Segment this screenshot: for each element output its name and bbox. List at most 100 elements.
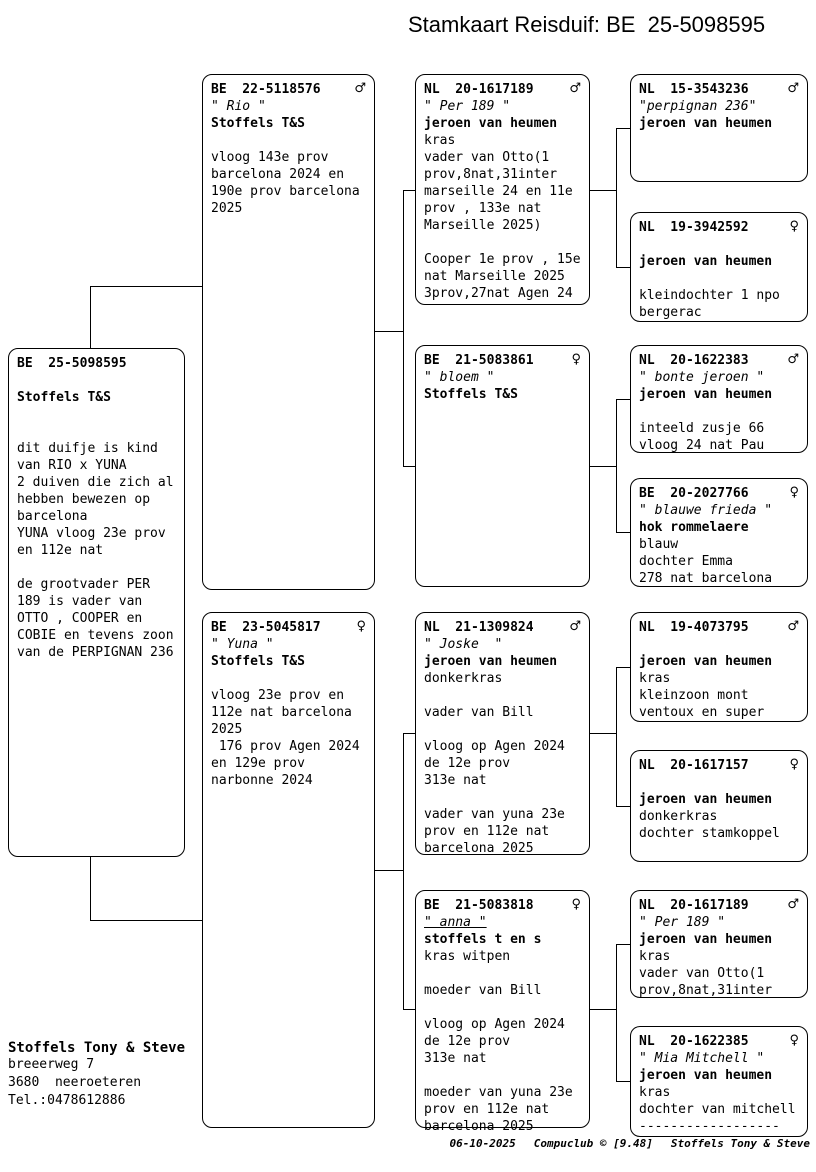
box-line: vloog op Agen 2024	[424, 739, 565, 754]
page-title: Stamkaart Reisduif: BE 25-5098595	[408, 12, 766, 37]
owner-phone: Tel.:0478612886	[8, 1093, 126, 1108]
ring-number: NL 19-4073795	[639, 620, 749, 635]
box-header: NL 15-3543236 ♂	[639, 81, 803, 98]
footer-owner: Stoffels Tony & Steve	[670, 1137, 810, 1150]
box-line: " Rio "	[211, 99, 266, 114]
box-line: jeroen van heumen	[639, 1068, 773, 1083]
box-line: dochter stamkoppel	[639, 826, 780, 841]
ring-number: BE 23-5045817	[211, 620, 321, 635]
box-line: vloog 23e prov en	[211, 688, 345, 703]
owner-name: Stoffels Tony & Steve	[8, 1040, 186, 1056]
box-line: van RIO x YUNA	[17, 458, 127, 473]
box-line	[17, 406, 180, 423]
box-line: barcelona 2024 en	[211, 167, 345, 182]
box-header: BE 21-5083861 ♀	[424, 352, 585, 369]
ring-number: NL 20-1617157	[639, 758, 749, 773]
box-line: stoffels t en s	[424, 932, 542, 947]
box-line: prov , 133e nat	[424, 201, 542, 216]
box-text: " bloem "Stoffels T&S	[424, 369, 585, 403]
box-line: vader van Otto(1	[639, 966, 765, 981]
pedigree-box-g7: NL 20-1617189 ♂ " Per 189 "jeroen van he…	[630, 890, 808, 998]
box-line: " bloem "	[424, 370, 495, 385]
box-line: jeroen van heumen	[424, 116, 558, 131]
box-line: 112e nat barcelona	[211, 705, 352, 720]
owner-street: breeerweg 7	[8, 1057, 95, 1072]
box-line: moeder van Bill	[424, 983, 542, 998]
box-line: 313e nat	[424, 773, 487, 788]
box-line: "perpignan 236"	[639, 99, 757, 114]
connector-line	[403, 733, 404, 1010]
box-line: hok rommelaere	[639, 520, 749, 535]
box-header: NL 20-1622383 ♂	[639, 352, 803, 369]
box-line: " Mia Mitchell "	[639, 1051, 765, 1066]
box-line: nat Marseille 2025	[424, 269, 565, 284]
box-line: donkerkras	[639, 809, 718, 824]
box-header: NL 20-1617157 ♀	[639, 757, 803, 774]
box-line: 3prov,27nat Agen 24	[424, 286, 573, 301]
connector-line	[375, 870, 403, 871]
connector-line	[403, 733, 415, 734]
ring-number: BE 25-5098595	[17, 356, 127, 371]
box-line: inteeld zusje 66	[639, 421, 765, 436]
box-line: prov,8nat,31inter	[424, 167, 558, 182]
box-line: ventoux en super	[639, 705, 765, 720]
box-line: vader van Otto(1	[424, 150, 550, 165]
male-icon: ♂	[787, 619, 799, 634]
connector-line	[616, 806, 630, 807]
ring-number: NL 21-1309824	[424, 620, 534, 635]
box-line: jeroen van heumen	[639, 387, 773, 402]
box-line: prov en 112e nat	[424, 824, 550, 839]
box-header: NL 19-4073795 ♂	[639, 619, 803, 636]
box-line: de 12e prov	[424, 756, 511, 771]
connector-line	[590, 1009, 616, 1010]
box-line: dochter Emma	[639, 554, 733, 569]
box-line	[424, 999, 585, 1016]
connector-line	[590, 190, 616, 191]
box-line: moeder van yuna 23e	[424, 1085, 573, 1100]
box-line: kleindochter 1 npo	[639, 288, 780, 303]
box-line: kras	[639, 1085, 671, 1100]
male-icon: ♂	[787, 352, 799, 367]
box-header: BE 23-5045817 ♀	[211, 619, 370, 636]
female-icon: ♀	[571, 352, 581, 367]
box-line: OTTO , COOPER en	[17, 611, 143, 626]
connector-line	[616, 667, 630, 668]
connector-line	[616, 944, 630, 945]
box-line: vloog 24 nat Pau	[639, 438, 765, 453]
box-line: kras witpen	[424, 949, 511, 964]
box-line: Stoffels T&S	[211, 654, 305, 669]
box-line: barcelona 2025	[424, 841, 534, 856]
box-line	[424, 234, 585, 251]
box-line: de grootvader PER	[17, 577, 151, 592]
box-line	[424, 721, 585, 738]
box-line	[17, 559, 180, 576]
box-line: YUNA vloog 23e prov	[17, 526, 166, 541]
box-line: " Per 189 "	[424, 99, 511, 114]
box-line	[639, 270, 803, 287]
box-line: vloog 143e prov	[211, 150, 329, 165]
box-header: NL 20-1617189 ♂	[424, 81, 585, 98]
pedigree-box-g4: BE 20-2027766 ♀ " blauwe frieda "hok rom…	[630, 478, 808, 587]
box-line	[211, 670, 370, 687]
male-icon: ♂	[354, 81, 366, 96]
connector-line	[616, 1081, 630, 1082]
print-footer: 06-10-2025 Compuclub © [9.48] Stoffels T…	[449, 1137, 810, 1150]
box-line: COBIE en tevens zoon	[17, 628, 174, 643]
pedigree-box-per189: NL 20-1617189 ♂ " Per 189 " jeroen van he…	[415, 74, 590, 305]
female-icon: ♀	[789, 485, 799, 500]
box-line: ------------------	[639, 1119, 780, 1134]
box-line	[17, 372, 180, 389]
box-line: vader van Bill	[424, 705, 534, 720]
box-line	[424, 687, 585, 704]
box-line	[639, 636, 803, 653]
